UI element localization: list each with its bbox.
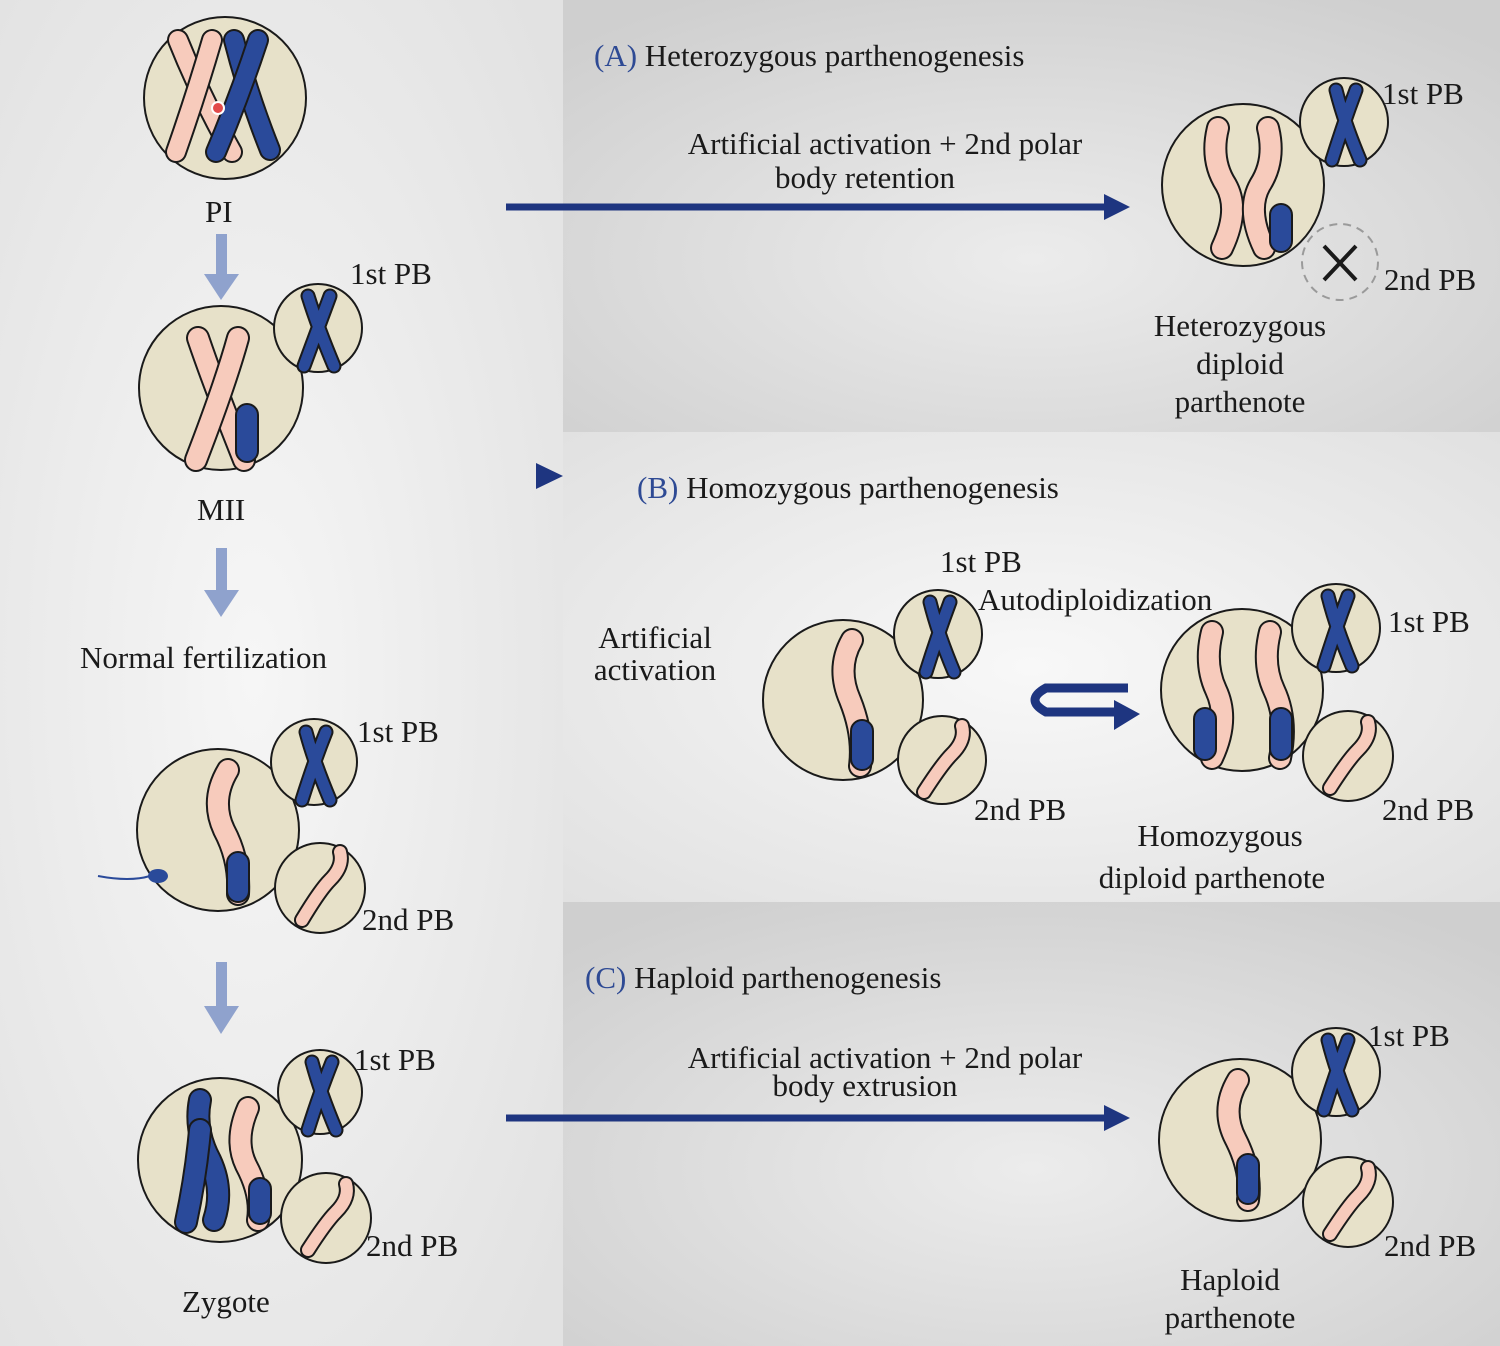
zygote-second-pb-label: 2nd PB: [366, 1228, 459, 1263]
panel-a-result-line2: diploid: [1196, 346, 1284, 381]
panel-b-second-polar-body-left: [897, 715, 987, 805]
panel-c-result-line2: parthenote: [1164, 1300, 1296, 1335]
zygote-first-polar-body: [277, 1049, 363, 1138]
panel-b-first-pb-left-label: 1st PB: [940, 544, 1022, 579]
panel-c-first-polar-body: [1291, 1027, 1381, 1118]
fertilized-first-pb-label: 1st PB: [357, 714, 439, 749]
panel-b-activation-line1: Artificial: [598, 620, 712, 655]
panel-a-second-pb-label: 2nd PB: [1384, 262, 1477, 297]
panel-b-activation-line2: activation: [593, 652, 717, 687]
panel-c-title: (C) Haploid parthenogenesis: [585, 960, 941, 996]
zygote-second-polar-body: [280, 1172, 372, 1264]
autodiploidization-arrow: [1030, 683, 1140, 730]
panel-c-first-pb-label: 1st PB: [1368, 1018, 1450, 1053]
panel-a-result-line1: Heterozygous: [1153, 308, 1327, 343]
panel-b-result-line2: diploid parthenote: [1098, 860, 1326, 895]
panel-b-first-pb-right-label: 1st PB: [1388, 604, 1470, 639]
panel-b-result-line1: Homozygous: [1137, 818, 1303, 853]
panel-c-bg: [563, 902, 1500, 1346]
panel-b-first-polar-body-left: [893, 589, 983, 680]
panel-c-result-line1: Haploid: [1180, 1262, 1280, 1297]
zygote-cell: [137, 1077, 303, 1243]
panel-c-title-text: Haploid parthenogenesis: [634, 960, 942, 995]
fertilized-first-polar-body: [270, 718, 358, 808]
panel-c-process-line2: body extrusion: [772, 1068, 958, 1103]
panel-c-process-line1: Artificial activation + 2nd polar: [687, 1040, 1083, 1075]
zygote-first-pb-label: 1st PB: [354, 1042, 436, 1077]
panel-a-title: (A) Heterozygous parthenogenesis: [594, 38, 1024, 74]
mii-first-polar-body: [273, 283, 363, 374]
panel-b-second-pb-right-label: 2nd PB: [1382, 792, 1475, 827]
panel-b-second-pb-left-label: 2nd PB: [974, 792, 1067, 827]
zygote-label: Zygote: [182, 1284, 270, 1319]
panel-b-second-polar-body-right: [1302, 710, 1394, 802]
panel-b-title: (B) Homozygous parthenogenesis: [637, 470, 1059, 506]
panel-c-second-polar-body: [1302, 1156, 1394, 1248]
fertilized-oocyte: [97, 748, 300, 912]
panel-b-title-text: Homozygous parthenogenesis: [686, 470, 1059, 505]
panel-b-letter: (B): [637, 470, 679, 505]
panel-a-result-line3: parthenote: [1174, 384, 1306, 419]
panel-a-process-line1: Artificial activation + 2nd polar: [687, 126, 1083, 161]
pathway-arrow-a: [380, 194, 1130, 436]
fertilized-second-polar-body: [274, 842, 366, 934]
pi-oocyte: [143, 16, 307, 180]
heterozygous-parthenote-cell: [1161, 103, 1325, 267]
panel-c-letter: (C): [585, 960, 627, 995]
mii-first-pb-label: 1st PB: [350, 256, 432, 291]
panel-b-first-polar-body-right: [1291, 583, 1381, 674]
fertilized-second-pb-label: 2nd PB: [362, 902, 455, 937]
panel-a-first-polar-body: [1299, 77, 1389, 168]
mii-oocyte: [138, 305, 304, 472]
panel-a-second-polar-body-absent: [1301, 223, 1379, 301]
panel-c-second-pb-label: 2nd PB: [1384, 1228, 1477, 1263]
haploid-parthenote-cell: [1158, 1058, 1322, 1222]
pathway-arrow-b: [385, 463, 563, 489]
panel-a-letter: (A): [594, 38, 638, 73]
panel-a-process-line2: body retention: [775, 160, 955, 195]
activated-oocyte-cell: [762, 619, 924, 781]
homozygous-parthenote-cell: [1160, 608, 1324, 772]
pi-label: PI: [205, 194, 233, 229]
panel-a-title-text: Heterozygous parthenogenesis: [644, 38, 1025, 73]
mii-label: MII: [197, 492, 246, 527]
normal-fertilization-label: Normal fertilization: [80, 640, 328, 675]
panel-a-bg: [563, 0, 1500, 432]
panel-a-first-pb-label: 1st PB: [1382, 76, 1464, 111]
pathway-arrow-c: [360, 518, 1130, 1131]
autodiploidization-label: Autodiploidization: [978, 582, 1213, 617]
progression-arrows: [204, 234, 239, 1034]
